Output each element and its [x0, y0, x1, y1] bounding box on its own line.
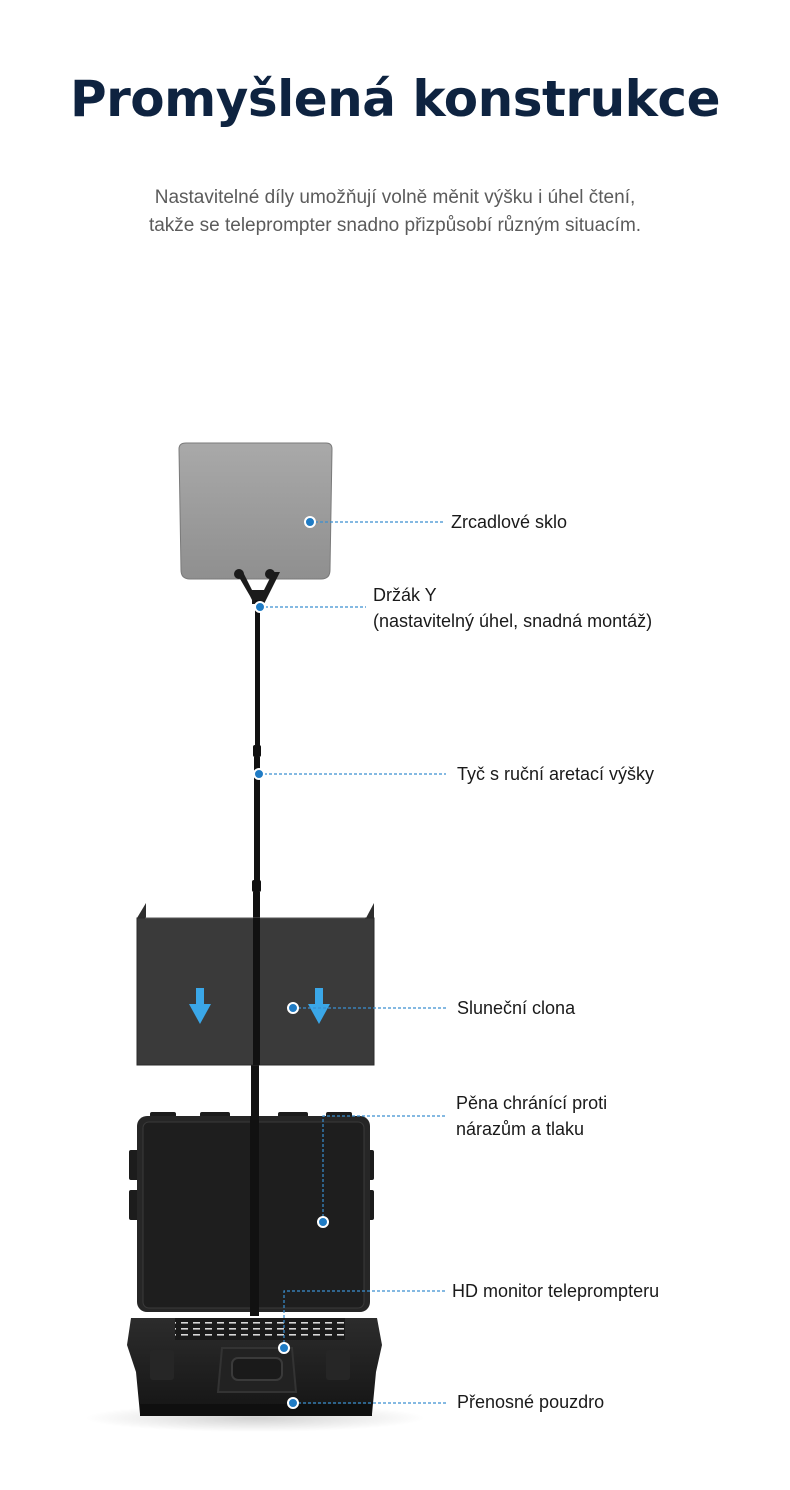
mirror-glass-shape	[178, 442, 333, 580]
callout-rod	[253, 768, 446, 780]
callout-case	[287, 1397, 446, 1409]
label-mirror-glass: Zrcadlové sklo	[451, 509, 567, 535]
label-line: (nastavitelný úhel, snadná montáž)	[373, 611, 653, 631]
callout-foam	[317, 1115, 446, 1228]
callout-monitor	[278, 1290, 446, 1354]
page-title: Promyšlená konstrukce	[70, 70, 720, 128]
label-line: nárazům a tlaku	[456, 1119, 585, 1139]
arrow-down-icon	[189, 988, 211, 1024]
label-line: Zrcadlové sklo	[451, 512, 568, 532]
label-line: Přenosné pouzdro	[457, 1392, 605, 1412]
label-line: Tyč s ruční aretací výšky	[457, 764, 655, 784]
label-carry-case: Přenosné pouzdro	[457, 1389, 604, 1415]
label-line: Držák Y	[373, 585, 437, 605]
label-rod: Tyč s ruční aretací výšky	[457, 761, 654, 787]
subtitle-line: Nastavitelné díly umožňují volně měnit v…	[154, 187, 636, 208]
page-subtitle: Nastavitelné díly umožňují volně měnit v…	[0, 184, 790, 240]
arrow-down-icon	[308, 988, 330, 1024]
callout-mirror	[304, 516, 443, 528]
callout-y-holder	[254, 601, 366, 613]
label-line: Sluneční clona	[457, 998, 576, 1018]
label-foam: Pěna chránící proti nárazům a tlaku	[456, 1090, 607, 1142]
case-body-shape	[127, 1318, 382, 1416]
label-hd-monitor: HD monitor teleprompteru	[452, 1278, 659, 1304]
label-line: Pěna chránící proti	[456, 1093, 608, 1113]
callout-sunshade	[287, 1002, 446, 1014]
label-line: HD monitor teleprompteru	[452, 1281, 660, 1301]
subtitle-line: takže se teleprompter snadno přizpůsobí …	[148, 215, 642, 236]
label-y-holder: Držák Y (nastavitelný úhel, snadná montá…	[373, 582, 652, 634]
label-sunshade: Sluneční clona	[457, 995, 575, 1021]
